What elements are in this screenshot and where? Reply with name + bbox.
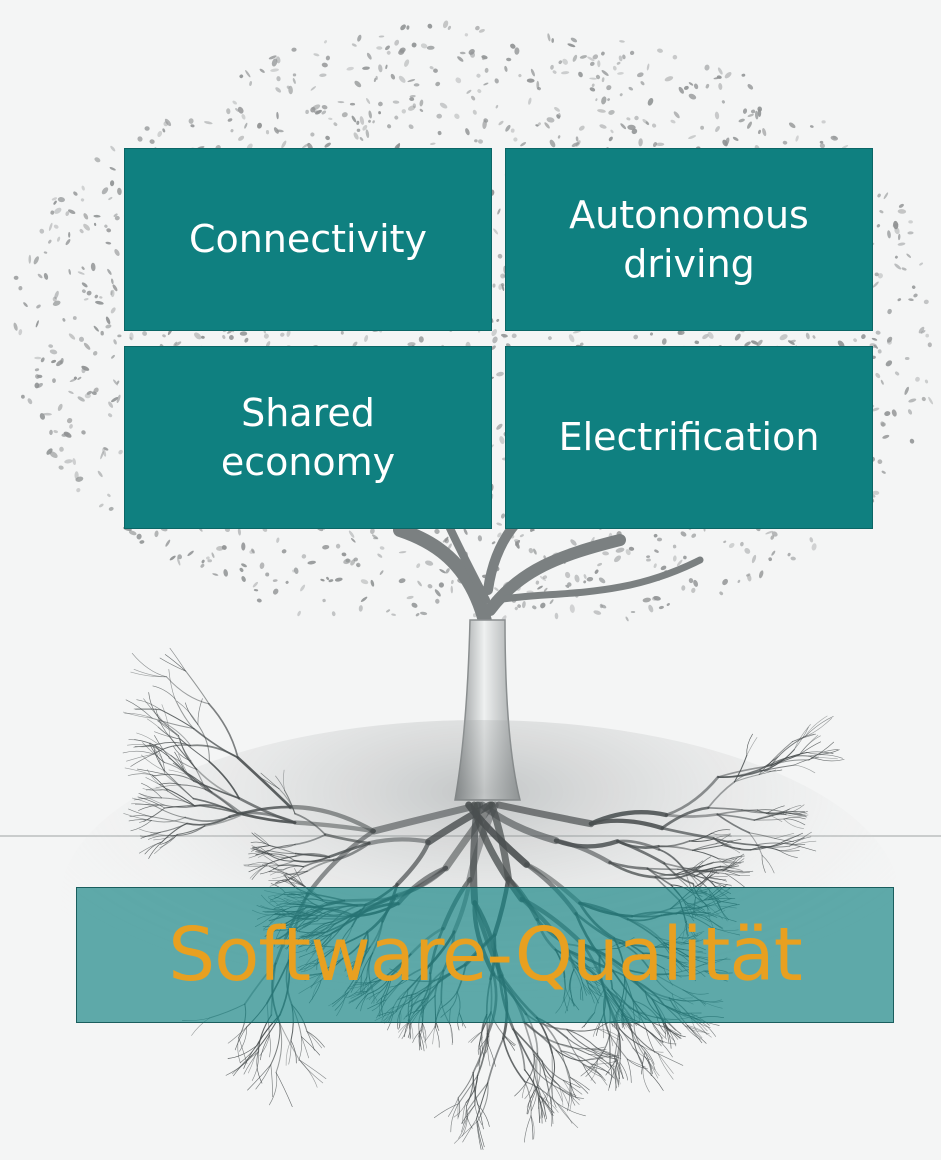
autonomous-driving-box: Autonomous driving [505,148,873,331]
shared-economy-box: Shared economy [124,346,492,529]
electrification-box: Electrification [505,346,873,529]
connectivity-box: Connectivity [124,148,492,331]
software-quality-banner: Software-Qualität [76,887,894,1023]
banner-label: Software-Qualität [168,912,803,998]
